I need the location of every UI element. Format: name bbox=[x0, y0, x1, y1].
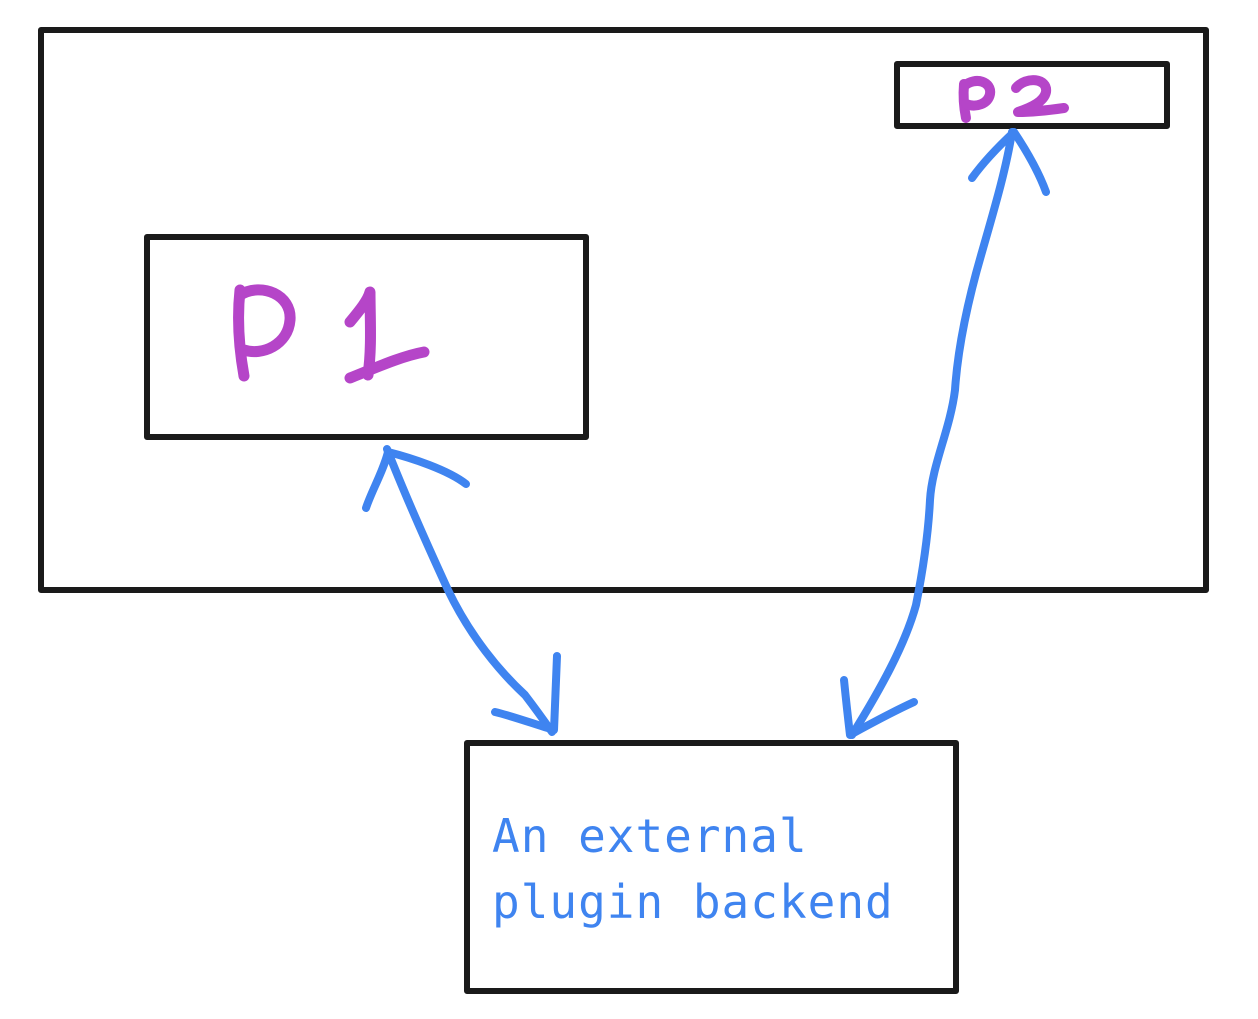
panel-2-label: P 2 bbox=[0, 0, 2, 1]
panel-2: P 2 bbox=[0, 0, 1170, 129]
arrow-panel1-head-bottom bbox=[491, 652, 561, 734]
panel-1-label-handwritten bbox=[233, 284, 430, 384]
arrow-panel1-backend bbox=[362, 445, 561, 736]
external-backend: An external plugin backend bbox=[464, 740, 959, 994]
backend-label-line1: An external bbox=[492, 809, 808, 863]
arrow-panel2-backend bbox=[840, 128, 1050, 739]
panel-2-box bbox=[894, 61, 1170, 129]
arrow-panel2-head-top bbox=[968, 128, 1050, 196]
arrow-panel2-shaft bbox=[848, 128, 1016, 739]
arrow-panel1-head-top bbox=[362, 448, 470, 512]
backend-box bbox=[464, 740, 959, 994]
host-window bbox=[38, 27, 1209, 593]
arrow-panel1-shaft bbox=[383, 445, 556, 736]
arrow-panel2-head-bottom bbox=[840, 676, 918, 739]
panel-1-box bbox=[144, 234, 589, 440]
backend-label-line2: plugin backend bbox=[492, 875, 894, 929]
panel-1: P 1 bbox=[144, 234, 589, 440]
panel-2-label-handwritten bbox=[958, 75, 1069, 123]
